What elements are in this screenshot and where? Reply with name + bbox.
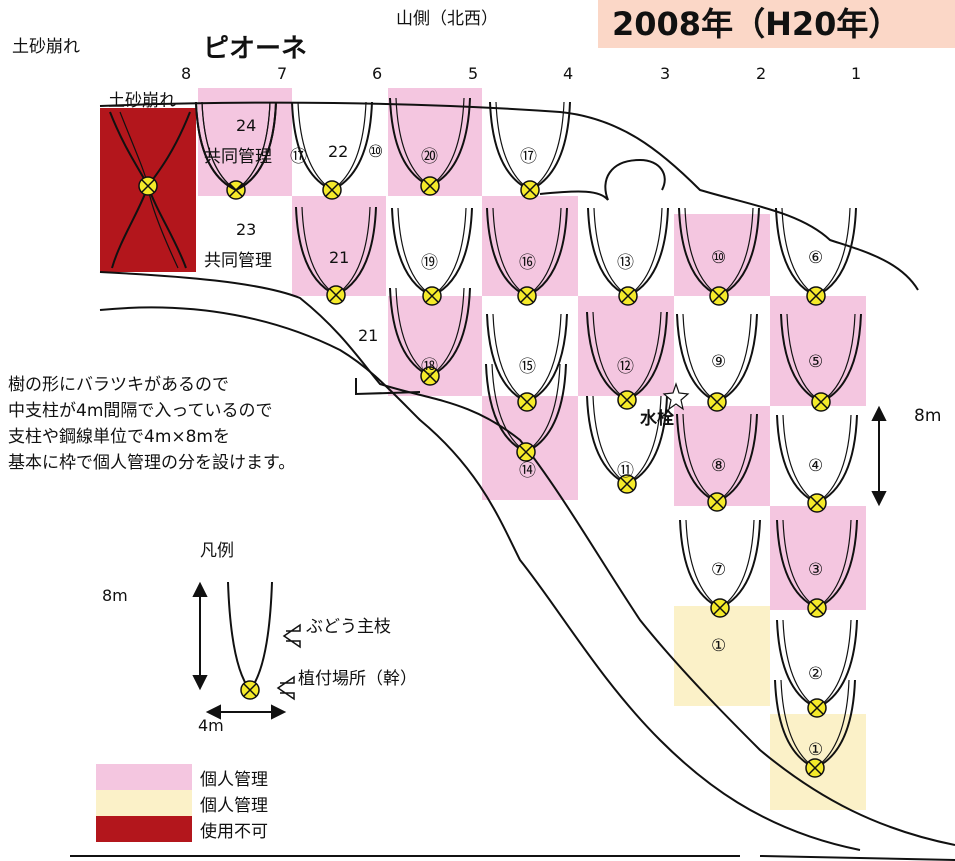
legend-width-label: 4m <box>198 716 224 735</box>
landslide-block-label: 土砂崩れ <box>108 91 176 111</box>
column-number: 4 <box>563 64 574 83</box>
landslide-label: 土砂崩れ <box>12 37 80 57</box>
column-number: 5 <box>468 64 479 83</box>
shared-management-label-bottom: 共同管理 <box>204 251 272 271</box>
plot-number: ⑰ <box>290 147 307 167</box>
plot-number: ① <box>808 740 824 760</box>
shared-plot-number-top: 24 <box>236 116 257 135</box>
plot-number: ⑪ <box>617 461 634 481</box>
legend-label: 個人管理 <box>200 796 268 816</box>
plot-number: ⑥ <box>808 248 824 268</box>
note-line: 支柱や鋼線単位で4m×8mを <box>8 427 230 447</box>
shared-plot-number-bottom: 23 <box>236 220 257 239</box>
legend-planting-label: 植付場所（幹） <box>298 669 417 689</box>
plot-number: ⑦ <box>711 560 727 580</box>
legend-swatch-pink <box>96 764 192 790</box>
column-number: 7 <box>277 64 288 83</box>
column-number: 1 <box>851 64 862 83</box>
dimension-arrow-right <box>871 405 887 507</box>
legend-swatch-yellow <box>96 790 192 816</box>
legend-swatch-unusable <box>96 816 192 842</box>
plot-number-21-extra: 21 <box>358 326 379 345</box>
water-tap-label: 水栓 <box>640 409 674 429</box>
column-number: 8 <box>181 64 192 83</box>
variety-title: ピオーネ <box>203 34 308 64</box>
plot-number: ⑩ <box>711 248 727 268</box>
plot-number: 22 <box>328 142 349 161</box>
plot-number: ⑧ <box>711 456 727 476</box>
legend-height-label: 8m <box>102 586 128 605</box>
plot-number: ⑨ <box>711 352 727 372</box>
plot-number: ⑤ <box>808 352 824 372</box>
legend-label: 個人管理 <box>200 770 268 790</box>
direction-label: 山側（北西） <box>396 9 498 29</box>
dimension-label-right: 8m <box>914 406 942 426</box>
plot-number: ⑫ <box>617 357 634 377</box>
plot-number: ⑮ <box>519 357 536 377</box>
column-number: 3 <box>660 64 671 83</box>
note-line: 中支柱が4m間隔で入っているので <box>8 401 273 421</box>
plot-number: ⑰ <box>520 147 537 167</box>
plot-number: 21 <box>329 248 350 267</box>
note-line: 樹の形にバラツキがあるので <box>8 375 229 395</box>
note-line: 基本に枠で個人管理の分を設けます。 <box>8 453 296 473</box>
plot-number: ⑳ <box>421 147 438 167</box>
water-tap-icon <box>662 382 690 411</box>
shared-management-label-top: 共同管理 <box>204 147 272 167</box>
legend-title: 凡例 <box>200 541 234 561</box>
plot-number: ⑲ <box>421 253 438 273</box>
plot-number: ⑱ <box>421 357 438 377</box>
plot-number: ② <box>808 664 824 684</box>
legend-main-branch-label: ぶどう主枝 <box>306 617 391 637</box>
legend-vine <box>192 581 301 720</box>
plot-number: ③ <box>808 560 824 580</box>
plot-number: ① <box>711 636 727 656</box>
column-number: 6 <box>372 64 383 83</box>
year-banner: 2008年（H20年） <box>598 0 955 48</box>
plot-number: ⑩ <box>368 142 384 162</box>
plot-number: ⑭ <box>519 461 536 481</box>
plot-number: ④ <box>808 456 824 476</box>
legend-label: 使用不可 <box>200 822 268 842</box>
plot-number: ⑬ <box>617 253 634 273</box>
column-number: 2 <box>756 64 767 83</box>
vine-landslide <box>109 111 191 269</box>
plot-number: ⑯ <box>519 253 536 273</box>
